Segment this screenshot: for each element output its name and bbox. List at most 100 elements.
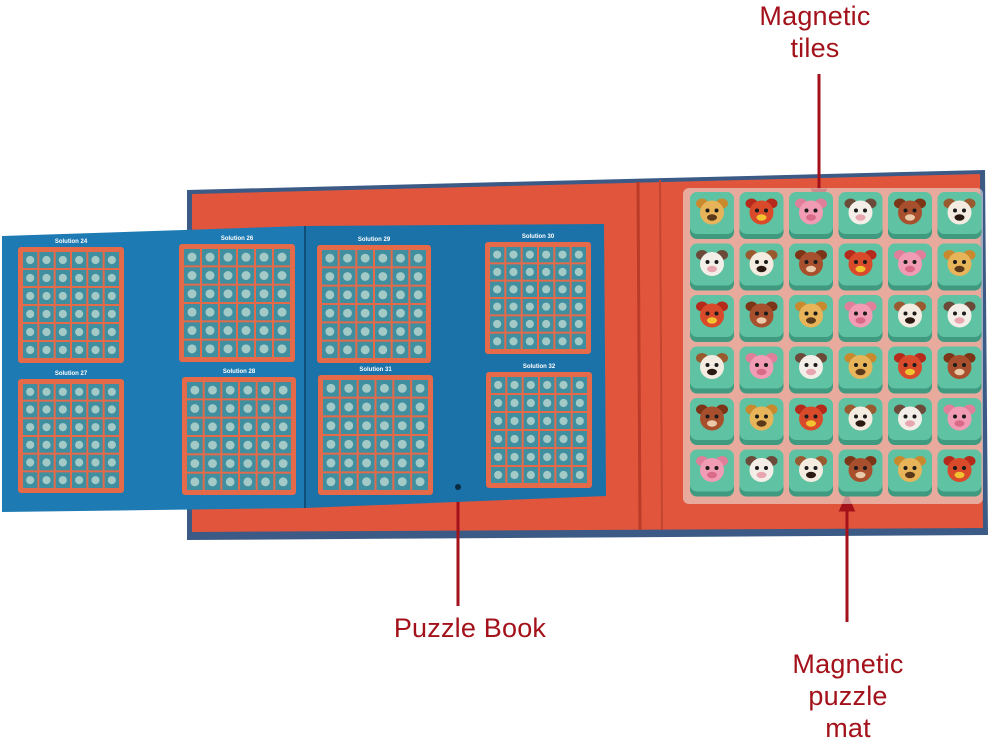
magnetic-tile[interactable]: [888, 243, 932, 291]
magnetic-tile[interactable]: [789, 346, 833, 394]
solution-cell-animal: [58, 291, 67, 301]
solution-cell-animal: [526, 452, 535, 462]
magnetic-tile[interactable]: [789, 243, 833, 291]
solution-cell-animal: [91, 405, 100, 414]
solution-panel: Solution 28: [182, 369, 296, 495]
magnetic-tile[interactable]: [739, 243, 784, 291]
magnetic-tile[interactable]: [690, 192, 734, 239]
rooster-icon: [844, 250, 877, 276]
solution-cell-animal: [378, 290, 388, 300]
magnetic-tile[interactable]: [838, 192, 883, 239]
magnetic-tile[interactable]: [690, 449, 734, 497]
solution-title: Solution 32: [523, 364, 556, 370]
magnetic-tile[interactable]: [937, 295, 982, 342]
solution-cell-animal: [91, 309, 100, 319]
solution-cell-animal: [509, 319, 518, 329]
magnetic-tile[interactable]: [690, 398, 734, 445]
solution-cell-animal: [261, 385, 270, 395]
solution-cell-animal: [526, 380, 535, 390]
solution-cell-animal: [241, 344, 251, 354]
rooster-icon: [894, 353, 926, 379]
solution-cell-animal: [525, 285, 534, 294]
pig-icon: [943, 404, 976, 431]
dog-icon: [943, 198, 976, 225]
solution-cell-animal: [261, 459, 270, 468]
cat-icon: [894, 456, 926, 482]
magnetic-tile[interactable]: [838, 243, 883, 291]
solution-cell-animal: [415, 383, 425, 393]
magnetic-tile[interactable]: [937, 398, 982, 445]
solution-cell-animal: [559, 434, 568, 444]
magnetic-tile[interactable]: [888, 398, 932, 445]
solution-cell-animal: [205, 344, 215, 354]
solution-cell-animal: [360, 345, 370, 355]
magnetic-tile[interactable]: [690, 346, 734, 394]
dog-icon: [696, 353, 728, 379]
solution-cell-animal: [542, 319, 551, 329]
solution-cell-animal: [542, 267, 551, 277]
solution-cell-animal: [325, 290, 335, 300]
solution-cell-animal: [493, 337, 502, 346]
solution-cell-animal: [223, 326, 233, 335]
solution-cell-animal: [243, 404, 253, 413]
solution-cell-animal: [75, 345, 84, 355]
magnetic-tile[interactable]: [739, 398, 784, 445]
magnetic-tile[interactable]: [739, 295, 784, 342]
solution-cell-animal: [509, 267, 518, 277]
solution-cell-animal: [397, 477, 407, 487]
magnetic-tile[interactable]: [838, 295, 883, 342]
solution-cell-animal: [58, 423, 67, 432]
solution-cell-animal: [379, 402, 389, 412]
solution-cell-animal: [326, 458, 336, 468]
magnetic-tile[interactable]: [789, 295, 833, 342]
magnetic-tile[interactable]: [789, 398, 833, 445]
solution-cell-animal: [574, 267, 583, 277]
magnetic-tile[interactable]: [937, 192, 982, 239]
magnetic-tile[interactable]: [739, 449, 784, 497]
magnetic-tile[interactable]: [937, 449, 982, 497]
magnetic-tile[interactable]: [838, 346, 883, 394]
solution-title: Solution 30: [522, 234, 555, 240]
magnetic-tile[interactable]: [937, 346, 982, 394]
cow-icon: [894, 404, 926, 431]
solution-cell-animal: [574, 302, 583, 311]
solution-cell-animal: [187, 252, 197, 262]
solution-cell-animal: [42, 291, 51, 301]
magnetic-tile[interactable]: [888, 295, 932, 342]
solution-cell-animal: [241, 271, 251, 280]
solution-cell-animal: [526, 398, 535, 408]
magnetic-tile[interactable]: [937, 243, 982, 291]
magnetic-tile[interactable]: [739, 346, 784, 394]
solution-cell-animal: [223, 289, 233, 299]
magnetic-tile[interactable]: [789, 449, 833, 497]
solution-cell-animal: [225, 404, 235, 413]
magnetic-tile[interactable]: [838, 449, 883, 497]
solution-cell-animal: [326, 402, 336, 412]
solution-cell-animal: [525, 319, 534, 329]
solution-cell-animal: [574, 319, 583, 329]
magnetic-tile[interactable]: [690, 243, 734, 291]
magnetic-tile[interactable]: [888, 192, 932, 239]
solution-cell-animal: [26, 345, 35, 355]
magnetic-tile[interactable]: [888, 346, 932, 394]
magnetic-tile[interactable]: [838, 398, 883, 445]
solution-cell-animal: [26, 291, 35, 301]
solution-cell-animal: [558, 319, 567, 329]
solution-cell-animal: [42, 255, 51, 265]
solution-cell-animal: [558, 337, 567, 346]
solution-cell-animal: [223, 307, 233, 317]
solution-cell-animal: [413, 272, 423, 281]
solution-cell-animal: [42, 476, 51, 485]
magnetic-tile[interactable]: [690, 295, 734, 342]
cat-icon: [943, 250, 976, 276]
solution-cell-animal: [378, 345, 388, 355]
solution-cell-animal: [574, 337, 583, 346]
solution-cell-animal: [58, 255, 67, 265]
magnetic-tile[interactable]: [739, 192, 784, 239]
magnetic-tile[interactable]: [789, 192, 833, 239]
solution-cell-animal: [378, 272, 388, 281]
magnetic-tile[interactable]: [888, 449, 932, 497]
solution-cell-animal: [223, 252, 233, 262]
solution-cell-animal: [223, 271, 233, 280]
